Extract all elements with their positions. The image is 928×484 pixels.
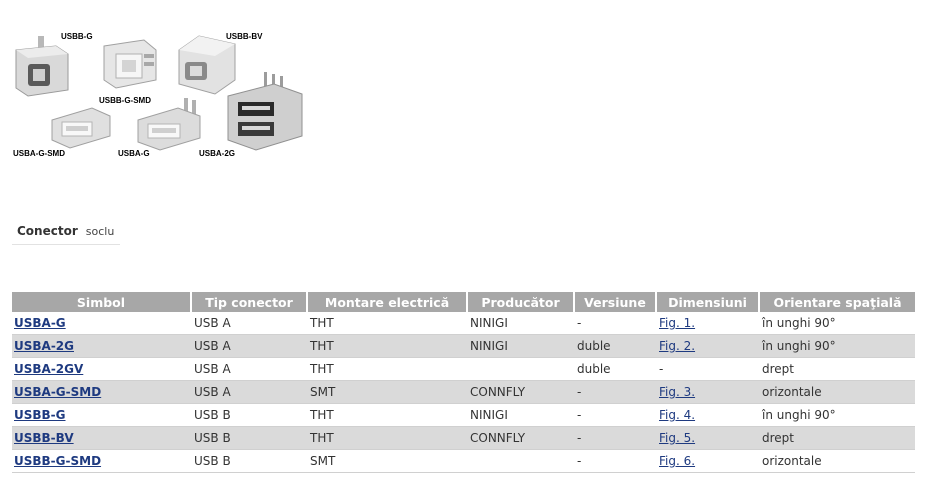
product-link[interactable]: USBA-2GV xyxy=(14,362,84,376)
table-row: USBA-2GV USB A THT duble - drept xyxy=(12,358,915,381)
column-header-dimensiuni[interactable]: Dimensiuni xyxy=(657,292,760,312)
cell-producator: CONNFLY xyxy=(468,381,575,404)
products-table: Simbol Tip conector Montare electrică Pr… xyxy=(12,292,915,473)
usbb-g-label: USBB-G xyxy=(61,32,93,41)
cell-versiune: duble xyxy=(575,358,657,381)
cell-orientare: în unghi 90° xyxy=(760,312,915,335)
usbb-g-smd-connector-image xyxy=(103,39,157,89)
cell-tip: USB A xyxy=(192,358,308,381)
cell-tip: USB A xyxy=(192,381,308,404)
table-header-row: Simbol Tip conector Montare electrică Pr… xyxy=(12,292,915,312)
cell-tip: USB B xyxy=(192,404,308,427)
table-row: USBB-BV USB B THT CONNFLY - Fig. 5. drep… xyxy=(12,427,915,450)
cell-dimensiuni: Fig. 2. xyxy=(657,335,760,358)
cell-simbol: USBA-2GV xyxy=(12,358,192,381)
product-link[interactable]: USBA-G-SMD xyxy=(14,385,102,399)
usbb-bv-label: USBB-BV xyxy=(226,32,263,41)
filter-label: Conector xyxy=(17,224,78,238)
usba-g-label: USBA-G xyxy=(118,149,150,158)
cell-simbol: USBA-G xyxy=(12,312,192,335)
usba-g-connector-image xyxy=(137,98,201,151)
cell-montare: SMT xyxy=(308,450,468,473)
cell-producator xyxy=(468,450,575,473)
cell-dimensiuni: Fig. 5. xyxy=(657,427,760,450)
column-header-versiune[interactable]: Versiune xyxy=(575,292,657,312)
cell-simbol: USBA-G-SMD xyxy=(12,381,192,404)
cell-orientare: orizontale xyxy=(760,450,915,473)
cell-simbol: USBA-2G xyxy=(12,335,192,358)
dimension-figure-link[interactable]: Fig. 3. xyxy=(659,385,696,399)
product-link[interactable]: USBB-BV xyxy=(14,431,74,445)
usba-2g-label: USBA-2G xyxy=(199,149,236,158)
cell-versiune: - xyxy=(575,381,657,404)
usba-g-smd-connector-image xyxy=(51,107,111,149)
product-link[interactable]: USBA-G xyxy=(14,316,66,330)
dimension-figure-link[interactable]: Fig. 5. xyxy=(659,431,696,445)
table-row: USBB-G-SMD USB B SMT - Fig. 6. orizontal… xyxy=(12,450,915,473)
cell-tip: USB B xyxy=(192,427,308,450)
dimension-figure-link[interactable]: Fig. 6. xyxy=(659,454,696,468)
usbb-g-connector-image xyxy=(15,36,69,97)
cell-tip: USB A xyxy=(192,312,308,335)
product-link[interactable]: USBB-G xyxy=(14,408,66,422)
cell-simbol: USBB-G xyxy=(12,404,192,427)
product-photo: USBB-G USBB-G-SMD USBB-BV USBA-G-SMD USB… xyxy=(10,26,306,166)
cell-orientare: în unghi 90° xyxy=(760,404,915,427)
cell-montare: THT xyxy=(308,404,468,427)
cell-dimensiuni: Fig. 3. xyxy=(657,381,760,404)
cell-dimensiuni: Fig. 1. xyxy=(657,312,760,335)
cell-producator xyxy=(468,358,575,381)
dimension-figure-link[interactable]: Fig. 2. xyxy=(659,339,696,353)
filter-value[interactable]: soclu xyxy=(85,224,115,238)
cell-montare: THT xyxy=(308,335,468,358)
table-row: USBA-G-SMD USB A SMT CONNFLY - Fig. 3. o… xyxy=(12,381,915,404)
usbb-g-smd-label: USBB-G-SMD xyxy=(99,96,151,105)
cell-dimensiuni: - xyxy=(657,358,760,381)
product-link[interactable]: USBA-2G xyxy=(14,339,74,353)
connector-filter: Conector soclu xyxy=(12,218,121,245)
dimension-figure-link[interactable]: Fig. 1. xyxy=(659,316,696,330)
usbb-bv-connector-image xyxy=(178,35,236,95)
cell-orientare: în unghi 90° xyxy=(760,335,915,358)
product-link[interactable]: USBB-G-SMD xyxy=(14,454,102,468)
cell-montare: SMT xyxy=(308,381,468,404)
cell-producator: NINIGI xyxy=(468,335,575,358)
cell-versiune: - xyxy=(575,450,657,473)
cell-simbol: USBB-BV xyxy=(12,427,192,450)
cell-versiune: duble xyxy=(575,335,657,358)
column-header-orientare[interactable]: Orientare spaţială xyxy=(760,292,915,312)
cell-versiune: - xyxy=(575,404,657,427)
column-header-producator[interactable]: Producător xyxy=(468,292,575,312)
cell-tip: USB A xyxy=(192,335,308,358)
cell-versiune: - xyxy=(575,427,657,450)
cell-dimensiuni: Fig. 4. xyxy=(657,404,760,427)
table-row: USBA-2G USB A THT NINIGI duble Fig. 2. î… xyxy=(12,335,915,358)
cell-montare: THT xyxy=(308,358,468,381)
cell-simbol: USBB-G-SMD xyxy=(12,450,192,473)
table-row: USBB-G USB B THT NINIGI - Fig. 4. în ung… xyxy=(12,404,915,427)
dimension-figure-link[interactable]: Fig. 4. xyxy=(659,408,696,422)
table-row: USBA-G USB A THT NINIGI - Fig. 1. în ung… xyxy=(12,312,915,335)
cell-versiune: - xyxy=(575,312,657,335)
usba-g-smd-label: USBA-G-SMD xyxy=(13,149,65,158)
column-header-tip-conector[interactable]: Tip conector xyxy=(192,292,308,312)
column-header-simbol[interactable]: Simbol xyxy=(12,292,192,312)
cell-producator: NINIGI xyxy=(468,404,575,427)
cell-orientare: orizontale xyxy=(760,381,915,404)
cell-producator: NINIGI xyxy=(468,312,575,335)
cell-orientare: drept xyxy=(760,427,915,450)
column-header-montare[interactable]: Montare electrică xyxy=(308,292,468,312)
cell-montare: THT xyxy=(308,427,468,450)
cell-dimensiuni: Fig. 6. xyxy=(657,450,760,473)
cell-tip: USB B xyxy=(192,450,308,473)
cell-montare: THT xyxy=(308,312,468,335)
cell-orientare: drept xyxy=(760,358,915,381)
usba-2g-connector-image xyxy=(227,72,303,151)
cell-producator: CONNFLY xyxy=(468,427,575,450)
